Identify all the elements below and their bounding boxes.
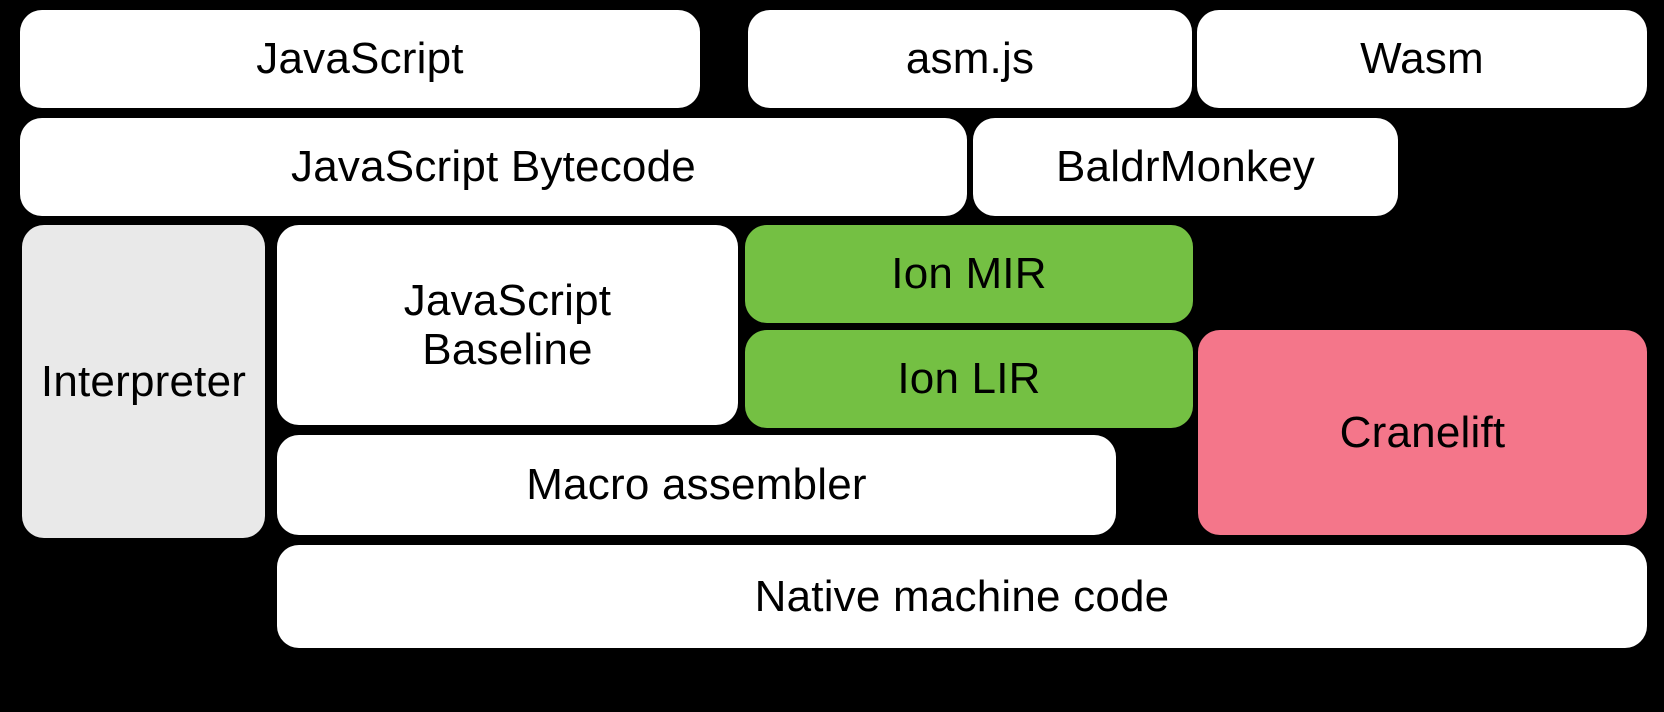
node-asmjs[interactable]: asm.js	[748, 10, 1192, 108]
node-javascript-baseline[interactable]: JavaScript Baseline	[277, 225, 738, 425]
node-ion-lir[interactable]: Ion LIR	[745, 330, 1193, 428]
node-ion-mir[interactable]: Ion MIR	[745, 225, 1193, 323]
node-javascript-bytecode[interactable]: JavaScript Bytecode	[20, 118, 967, 216]
node-javascript[interactable]: JavaScript	[20, 10, 700, 108]
node-cranelift[interactable]: Cranelift	[1198, 330, 1647, 535]
node-wasm[interactable]: Wasm	[1197, 10, 1647, 108]
node-baldrmonkey[interactable]: BaldrMonkey	[973, 118, 1398, 216]
node-interpreter[interactable]: Interpreter	[22, 225, 265, 538]
node-native-machine-code[interactable]: Native machine code	[277, 545, 1647, 648]
node-macro-assembler[interactable]: Macro assembler	[277, 435, 1116, 535]
